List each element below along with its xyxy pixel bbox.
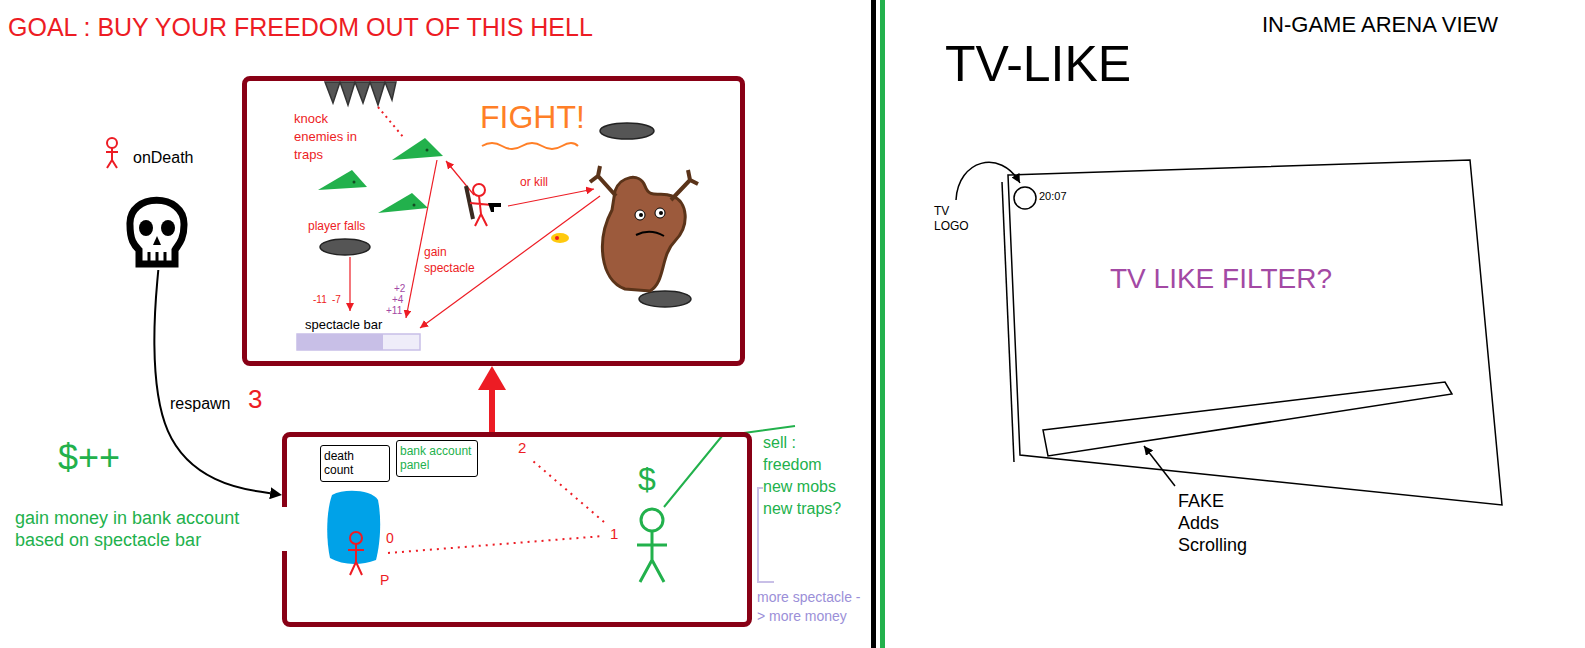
skull-icon xyxy=(130,200,184,264)
event-name: onDeath xyxy=(133,148,194,167)
shopkeeper-figure xyxy=(637,509,667,582)
tv-frame xyxy=(1002,160,1502,505)
spike-trap xyxy=(325,82,396,105)
death-skull: onDeath xyxy=(100,135,210,270)
death-count-box: death count xyxy=(320,445,390,482)
annotation: more spectacle -> more money xyxy=(757,588,862,626)
edge-label: respawn xyxy=(170,394,230,413)
annotation: or kill xyxy=(520,175,548,189)
spectacle-bar: spectacle bar xyxy=(297,316,421,351)
leader-line xyxy=(1144,446,1175,486)
logo-circle xyxy=(1014,187,1036,209)
money-sign: $++ xyxy=(58,436,120,479)
divider-line xyxy=(880,0,885,648)
flow-arrow xyxy=(154,270,270,493)
fireball xyxy=(551,233,569,243)
leader-line xyxy=(956,162,1020,200)
bank-panel-box: bank account panel xyxy=(396,440,478,477)
annotation: player falls xyxy=(308,219,365,233)
flow-arrow xyxy=(489,390,495,432)
panel-title: bank account panel xyxy=(400,444,474,473)
monster-boss xyxy=(590,166,698,291)
section-heading: TV-LIKE xyxy=(945,34,1131,94)
score-delta: +11 xyxy=(386,305,402,317)
player-number: 0 xyxy=(386,530,394,547)
ticker-caption: FAKE Adds Scrolling xyxy=(1178,490,1268,556)
annotation: gain spectacle xyxy=(424,244,486,276)
fight-heading: FIGHT! xyxy=(480,98,585,136)
lobby-box: 0Pdeath count bank account panel xyxy=(282,432,752,627)
step-number: 3 xyxy=(248,384,262,415)
heading-underline xyxy=(482,143,578,149)
spawn-pad xyxy=(327,491,380,564)
score-delta: -7 xyxy=(332,294,341,306)
ticker-band xyxy=(1043,382,1452,456)
panel-title: death count xyxy=(324,449,386,478)
step-number: 1 xyxy=(610,525,618,543)
knock-path xyxy=(378,107,404,138)
spectacle-meter xyxy=(297,334,420,350)
clock-readout: 20:07 xyxy=(1039,190,1067,203)
score-arrow xyxy=(350,160,600,328)
player-figure xyxy=(466,184,501,226)
tv-screen: TV LIKE FILTER? TV LOGO FAKE Adds Scrollin… xyxy=(1002,155,1505,515)
divider-line xyxy=(871,0,876,648)
tv-logo: TV LOGO xyxy=(1013,186,1037,210)
logo-caption: TV LOGO xyxy=(934,204,974,234)
score-delta: -11 xyxy=(313,294,327,306)
bar-caption: spectacle bar xyxy=(305,317,382,333)
section-subheading: IN-GAME ARENA VIEW xyxy=(1262,12,1498,38)
money-sign: $ xyxy=(638,460,656,498)
walk-path xyxy=(388,461,604,553)
player-figure xyxy=(348,532,364,575)
goal-title: GOAL : BUY YOUR FREEDOM OUT OF THIS HELL xyxy=(8,12,593,42)
player-tag: P xyxy=(380,572,389,589)
annotation: knock enemies in traps xyxy=(294,110,376,164)
step-number: 2 xyxy=(518,439,526,457)
annotation: gain money in bank account based on spec… xyxy=(15,507,293,551)
stick-figure xyxy=(106,138,118,168)
filter-note: TV LIKE FILTER? xyxy=(1110,262,1332,296)
shop-list: sell : freedom new mobs new traps? xyxy=(763,432,853,520)
ad-ticker: FAKE Adds Scrolling xyxy=(1043,380,1455,458)
